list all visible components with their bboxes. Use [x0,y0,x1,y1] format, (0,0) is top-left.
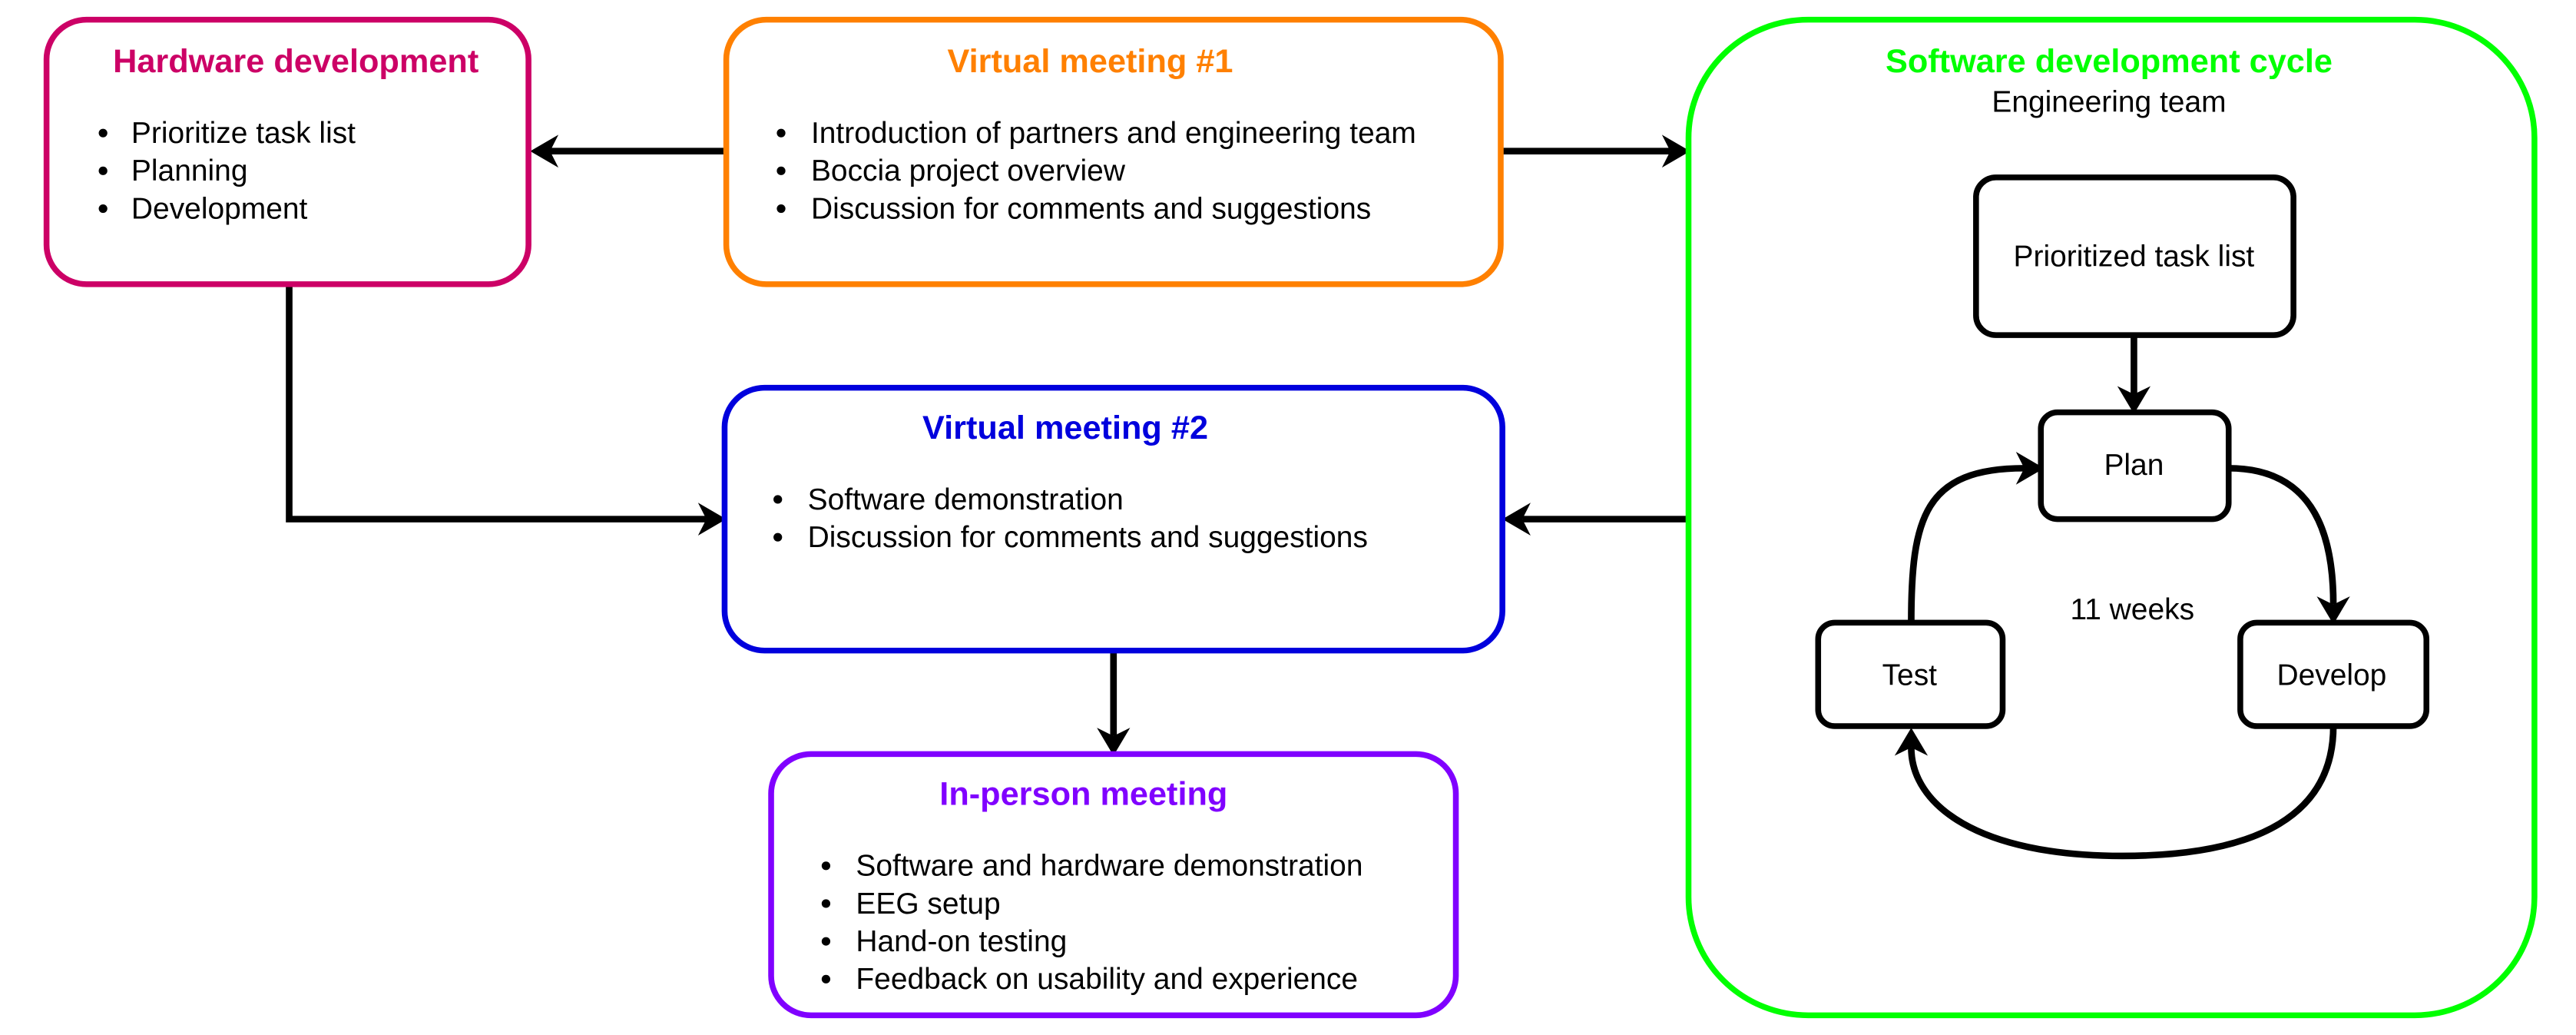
in-person-item: Feedback on usability and experience [856,963,1358,996]
hardware-item: Planning [131,154,248,187]
hardware-development-box: Hardware development Prioritize task lis… [43,16,531,287]
bullet [98,128,108,138]
bullet [821,937,831,946]
in-person-box-frame [768,751,1459,1019]
arrowhead-into-test [1894,728,1929,756]
virtual-meeting-2-box: Virtual meeting #2 Software demonstratio… [721,384,1505,654]
bullet [773,532,783,542]
arrowhead-into-vm2-left [697,503,727,536]
bullet [821,974,831,984]
node-prioritized-task-list: Prioritized task list [1973,174,2296,338]
vm2-item: Software demonstration [808,483,1124,516]
vm1-title: Virtual meeting #1 [948,43,1233,80]
bullet [821,899,831,908]
connector-develop-to-test [1908,726,2337,860]
vm1-item: Introduction of partners and engineering… [811,117,1416,150]
node-develop: Develop [2237,619,2430,729]
in-person-item: EEG setup [856,887,1000,921]
arrowhead-into-vm2-right [1502,503,1531,536]
in-person-meeting-box: In-person meeting Software and hardware … [768,751,1459,1019]
develop-node-label: Develop [2276,659,2386,692]
bullet [776,128,786,138]
node-plan: Plan [2038,409,2232,522]
vm1-item: Discussion for comments and suggestions [811,193,1371,226]
connectors [286,134,1690,756]
bullet [773,495,783,504]
test-node-label: Test [1882,659,1938,692]
cycle-duration-label: 11 weeks [2070,593,2194,626]
arrowhead-into-plan-left [2015,451,2045,485]
hardware-title: Hardware development [113,43,478,80]
connector-hardware-to-vm2 [286,284,707,522]
virtual-meeting-1-box: Virtual meeting #1 Introduction of partn… [723,16,1504,287]
plan-node-label: Plan [2104,449,2164,482]
software-development-cycle-box: Software development cycle Engineering t… [1685,16,2538,1019]
bullet [776,166,786,175]
connector-test-to-plan [1908,465,2025,623]
node-test: Test [1815,619,2006,729]
vm2-title: Virtual meeting #2 [922,410,1208,446]
backlog-node-label: Prioritized task list [2014,241,2255,274]
hardware-box-frame [43,16,531,287]
vm1-item: Boccia project overview [811,154,1126,187]
vm2-item: Discussion for comments and suggestions [808,521,1368,554]
arrowhead-into-hardware [530,134,559,168]
hardware-item: Development [131,193,308,226]
vm1-box-frame [723,16,1504,287]
backlog-node-frame [1973,174,2296,338]
connector-plan-to-develop [2228,465,2337,605]
software-cycle-title: Software development cycle [1886,43,2333,80]
arrowhead-into-in-person [1097,728,1131,756]
bullet [98,204,108,214]
in-person-title: In-person meeting [939,776,1227,813]
plan-node-frame [2038,409,2232,522]
test-node-frame [1815,619,2006,729]
in-person-item: Hand-on testing [856,925,1067,958]
in-person-item: Software and hardware demonstration [856,850,1362,883]
arrowhead-into-software-cycle [1661,134,1690,168]
bullet [98,166,108,175]
software-cycle-subtitle: Engineering team [1992,86,2226,119]
bullet [821,861,831,871]
arrowhead-into-plan-top [2117,386,2151,414]
vm2-box-frame [721,384,1505,654]
bullet [776,204,786,214]
hardware-item: Prioritize task list [131,117,356,150]
develop-node-frame [2237,619,2430,729]
arrowhead-into-develop [2316,596,2350,625]
